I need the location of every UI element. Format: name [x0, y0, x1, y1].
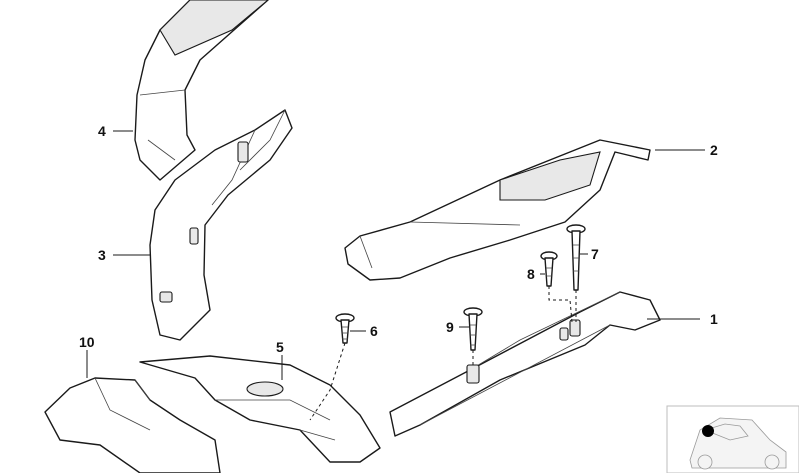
- callout-label-3: 3: [98, 247, 106, 263]
- callout-label-10: 10: [79, 334, 95, 350]
- callout-label-9: 9: [446, 319, 454, 335]
- assembly-lines: [309, 286, 577, 421]
- callout-label-7: 7: [591, 246, 599, 262]
- callout-leaders: [86, 130, 705, 380]
- part-2-rail-cover: [344, 139, 651, 281]
- part-10-side-bracket: [44, 377, 221, 473]
- part-1-lower-rail: [389, 291, 661, 437]
- callout-label-2: 2: [710, 142, 718, 158]
- part-4-upper-pillar-trim: [134, 0, 269, 181]
- callout-label-6: 6: [370, 323, 378, 339]
- callout-label-4: 4: [98, 123, 106, 139]
- callout-label-5: 5: [276, 339, 284, 355]
- screw-7: [566, 224, 586, 291]
- callout-labels: 1 2 3 4 5 6 7 8 9 10: [79, 123, 718, 355]
- part-3-lower-pillar-trim: [149, 109, 293, 341]
- screw-6: [335, 313, 355, 344]
- locator-dot: [702, 425, 714, 437]
- callout-label-8: 8: [527, 266, 535, 282]
- screw-8: [540, 251, 558, 287]
- screw-9: [463, 307, 483, 351]
- car-locator-icon: [666, 405, 799, 473]
- callout-label-1: 1: [710, 311, 718, 327]
- part-5-grab-handle: [139, 355, 381, 463]
